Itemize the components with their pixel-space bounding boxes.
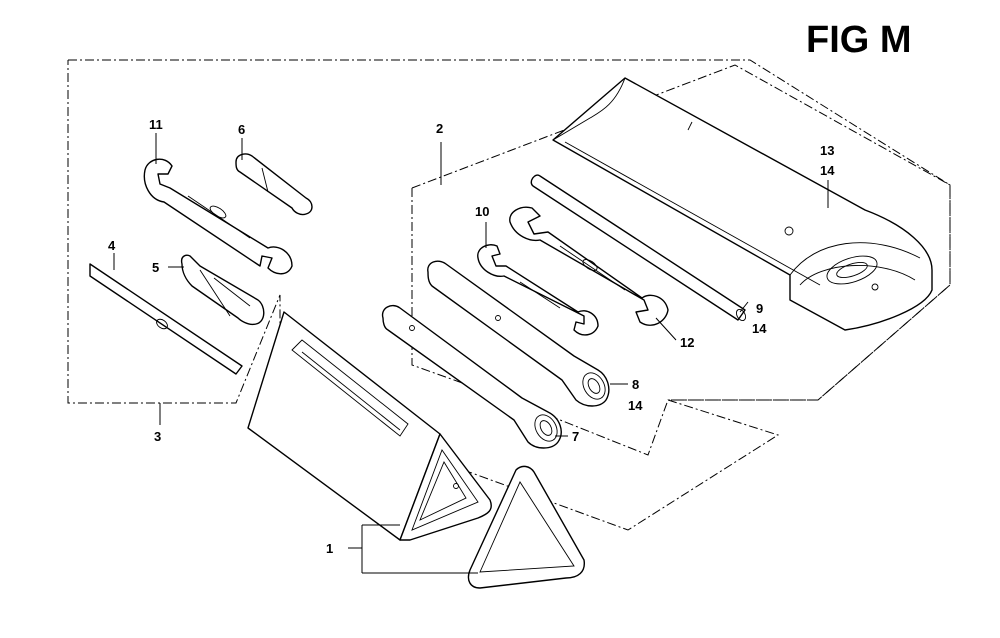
wrench-part-10 xyxy=(477,244,599,336)
screwdriver-handle-part-5 xyxy=(180,254,265,326)
figure-title: FIG M xyxy=(806,19,912,61)
callout-8: 8 xyxy=(632,377,639,392)
callout-1: 1 xyxy=(326,541,333,556)
wrench-part-12 xyxy=(509,206,669,326)
tool-case-part-1a xyxy=(247,311,492,541)
box-spanner-part-7 xyxy=(381,304,562,449)
leader-lines xyxy=(113,133,829,574)
callout-7: 7 xyxy=(572,429,579,444)
tool-case-part-1b xyxy=(467,465,585,589)
group-3-boundary xyxy=(67,59,951,531)
callout-6: 6 xyxy=(238,122,245,137)
callout-4: 4 xyxy=(108,238,116,253)
callout-5: 5 xyxy=(152,260,159,275)
callout-9: 9 xyxy=(756,301,763,316)
callout-11: 11 xyxy=(149,117,163,132)
rod-part-9 xyxy=(530,174,747,322)
callout-13: 13 xyxy=(820,143,834,158)
screwdriver-part-6 xyxy=(235,153,313,216)
callout-9-qty: 14 xyxy=(752,321,767,336)
callout-8-qty: 14 xyxy=(628,398,643,413)
callout-13-qty: 14 xyxy=(820,163,835,178)
tool-bag-part-13 xyxy=(552,77,933,331)
callout-12: 12 xyxy=(680,335,694,350)
screwdriver-shaft-part-4 xyxy=(89,263,243,375)
box-spanner-part-8 xyxy=(427,260,610,407)
wrench-part-11 xyxy=(143,158,293,275)
callout-3: 3 xyxy=(154,429,161,444)
callout-10: 10 xyxy=(475,204,489,219)
callout-2: 2 xyxy=(436,121,443,136)
